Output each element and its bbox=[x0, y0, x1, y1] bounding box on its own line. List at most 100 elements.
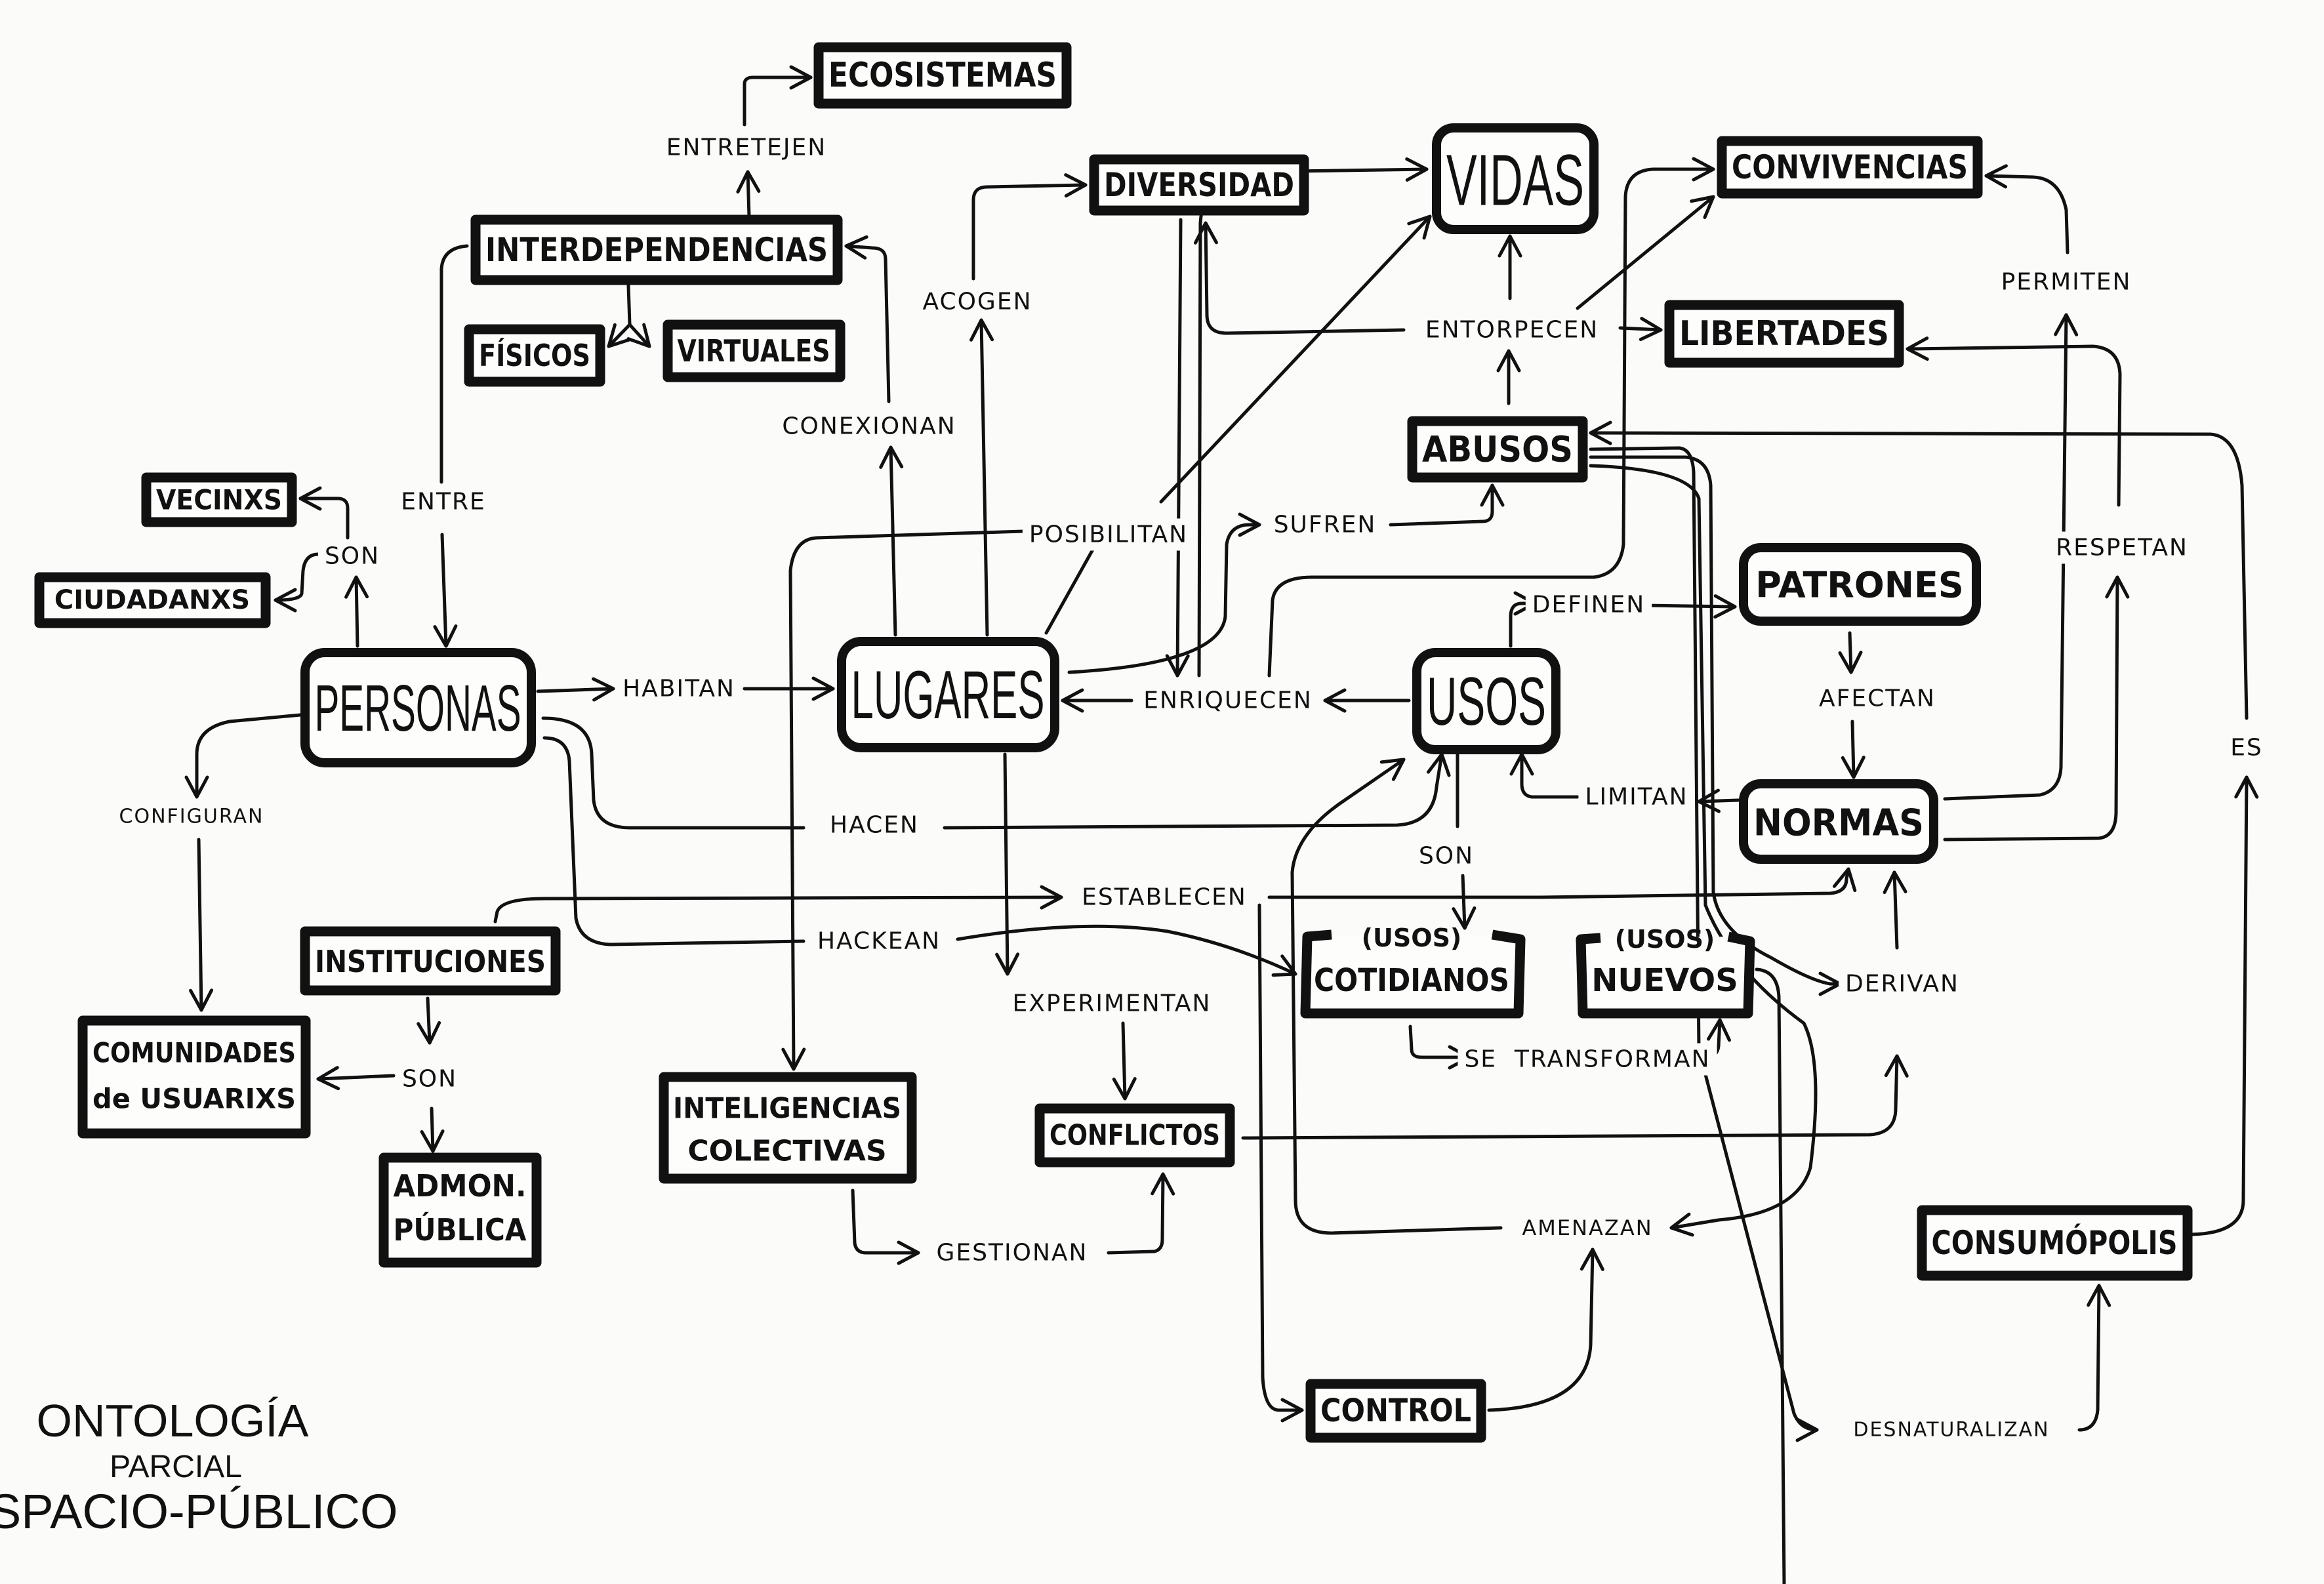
label-enriquecen: ENRIQUECEN bbox=[1143, 687, 1313, 714]
node-libertades-label: LIBERTADES bbox=[1679, 314, 1889, 354]
edge-entorpecen-convivencias bbox=[1576, 195, 1715, 310]
node-ecosistemas[interactable]: ECOSISTEMAS bbox=[813, 42, 1072, 109]
edge-diversidad-vertical bbox=[1165, 218, 1190, 678]
edge-conflictos-derivan bbox=[1241, 1054, 1909, 1140]
label-hacen: HACEN bbox=[830, 812, 919, 839]
label-background bbox=[395, 1063, 464, 1095]
label-background bbox=[1525, 588, 1652, 621]
node-vecinxs-label: VECINXS bbox=[156, 484, 282, 516]
node-instituciones[interactable]: INSTITUCIONES bbox=[300, 926, 561, 996]
label-afectan: AFECTAN bbox=[1819, 685, 1936, 712]
node-diversidad[interactable]: DIVERSIDAD bbox=[1089, 154, 1309, 216]
node-normas[interactable]: NORMAS bbox=[1739, 779, 1938, 864]
node-usos-nuevos[interactable]: (USOS) NUEVOS bbox=[1576, 925, 1755, 1019]
edge-entorpecen-diversidad bbox=[1193, 221, 1406, 335]
label-habitan: HABITAN bbox=[622, 676, 735, 702]
label-son-instituciones: SON bbox=[402, 1066, 457, 1093]
node-interdependencias[interactable]: INTERDEPENDENCIAS bbox=[470, 214, 843, 285]
node-abusos[interactable]: ABUSOS bbox=[1407, 416, 1588, 483]
edge-entre-personas bbox=[433, 533, 458, 648]
label-background bbox=[112, 802, 271, 831]
label-permiten: PERMITEN bbox=[2001, 269, 2132, 296]
label-background bbox=[1137, 684, 1319, 717]
edge-inteligencias-gestionan bbox=[851, 1188, 920, 1265]
edge-interdependencias-entre bbox=[439, 244, 469, 484]
label-background bbox=[2049, 531, 2195, 564]
edge-usos-definen bbox=[1509, 591, 1537, 648]
edge-to-fisicos bbox=[607, 323, 632, 348]
edge-acogen-diversidad bbox=[971, 173, 1088, 281]
edge-derivan-normas bbox=[1883, 870, 1907, 950]
label-background bbox=[1994, 266, 2138, 298]
node-control[interactable]: CONTROL bbox=[1305, 1379, 1486, 1443]
edge-instituciones-establecen bbox=[493, 885, 1063, 924]
node-vecinxs[interactable]: VECINXS bbox=[141, 472, 297, 527]
edge-to-control bbox=[1257, 903, 1304, 1423]
node-ciudadanxs[interactable]: CIUDADANXS bbox=[34, 572, 271, 628]
node-usos-cotidianos[interactable]: (USOS) COTIDIANOS bbox=[1300, 924, 1526, 1019]
edge-hacen-usos bbox=[943, 752, 1451, 830]
edge-afectan-normas bbox=[1841, 720, 1865, 779]
edge-conexionan-interdependencias bbox=[844, 235, 891, 403]
title-line-3: ESPACIO-PÚBLICO bbox=[0, 1484, 398, 1539]
label-background bbox=[1578, 781, 1695, 813]
node-admon-publica[interactable]: ADMON. PÚBLICA bbox=[378, 1152, 542, 1268]
edge-hackean-cotidianos bbox=[956, 924, 1297, 977]
label-configuran: CONFIGURAN bbox=[119, 805, 264, 828]
node-patrones[interactable]: PATRONES bbox=[1739, 543, 1981, 626]
node-lugares[interactable]: LUGARES bbox=[837, 637, 1059, 752]
label-se-transforman: SE TRANSFORMAN bbox=[1464, 1046, 1710, 1073]
edge-to-virtuales bbox=[626, 323, 651, 348]
edge-lugares-sufren bbox=[1067, 512, 1261, 674]
label-background bbox=[1846, 1415, 2056, 1444]
node-normas-label: NORMAS bbox=[1753, 802, 1924, 845]
relation-labels: ENTRETEJEN ACOGEN CONEXIONAN ENTRE SON E… bbox=[112, 131, 2270, 1444]
node-consumopolis[interactable]: CONSUMÓPOLIS bbox=[1917, 1205, 2193, 1281]
edge-interdependencias-split bbox=[626, 283, 632, 327]
node-conflictos-label: CONFLICTOS bbox=[1050, 1119, 1220, 1152]
node-conflictos[interactable]: CONFLICTOS bbox=[1034, 1103, 1235, 1168]
edge-normas-permiten bbox=[1943, 313, 2079, 801]
edge-son-cotidianos bbox=[1452, 874, 1477, 930]
node-usos[interactable]: USOS bbox=[1412, 648, 1560, 754]
node-nuevos-prefix: (USOS) bbox=[1615, 925, 1715, 954]
label-background bbox=[2224, 731, 2270, 764]
label-limitan: LIMITAN bbox=[1585, 784, 1688, 811]
node-personas[interactable]: PERSONAS bbox=[300, 648, 536, 767]
label-derivan: DERIVAN bbox=[1845, 971, 1959, 998]
label-posibilitan: POSIBILITAN bbox=[1029, 521, 1188, 548]
label-son-personas: SON bbox=[325, 543, 380, 570]
label-entre: ENTRE bbox=[401, 489, 485, 516]
edge-nuevos-right bbox=[1755, 967, 1786, 1584]
edge-desnaturalizan-consumopolis bbox=[2077, 1284, 2111, 1432]
label-acogen: ACOGEN bbox=[922, 289, 1032, 315]
node-inteligencias-colectivas[interactable]: INTELIGENCIAS COLECTIVAS bbox=[659, 1072, 917, 1184]
node-cotidianos-prefix: (USOS) bbox=[1362, 924, 1462, 952]
label-background bbox=[823, 809, 926, 842]
label-conexionan: CONEXIONAN bbox=[782, 413, 956, 440]
edge-abusos-desnaturalizan bbox=[1589, 446, 1819, 1442]
label-background bbox=[1515, 1213, 1660, 1243]
node-convivencias-label: CONVIVENCIAS bbox=[1732, 148, 1968, 186]
label-amenazan: AMENAZAN bbox=[1522, 1215, 1652, 1240]
label-background bbox=[1839, 967, 1966, 1000]
title-line-2: PARCIAL bbox=[110, 1450, 242, 1484]
edge-lugares-conexionan bbox=[879, 445, 904, 637]
node-virtuales[interactable]: VIRTUALES bbox=[663, 319, 846, 382]
node-nuevos-label: NUEVOS bbox=[1591, 962, 1738, 999]
node-convivencias[interactable]: CONVIVENCIAS bbox=[1717, 136, 1983, 199]
node-patrones-label: PATRONES bbox=[1755, 565, 1964, 606]
node-ecosistemas-label: ECOSISTEMAS bbox=[828, 56, 1057, 95]
edge-permiten-convivencias bbox=[1984, 164, 2069, 254]
node-comunidades[interactable]: COMUNIDADES de USUARIXS bbox=[77, 1015, 311, 1139]
label-background bbox=[1812, 682, 1942, 715]
node-vidas[interactable]: VIDAS bbox=[1432, 123, 1599, 234]
edge-experimentan-conflictos bbox=[1112, 1021, 1137, 1101]
edge-consumopolis-es bbox=[2190, 775, 2259, 1236]
label-es: ES bbox=[2230, 735, 2263, 762]
edge-configuran-comunidades bbox=[189, 838, 214, 1012]
label-background bbox=[1075, 881, 1254, 914]
node-libertades[interactable]: LIBERTADES bbox=[1664, 300, 1904, 368]
node-fisicos[interactable]: FÍSICOS bbox=[464, 324, 605, 387]
